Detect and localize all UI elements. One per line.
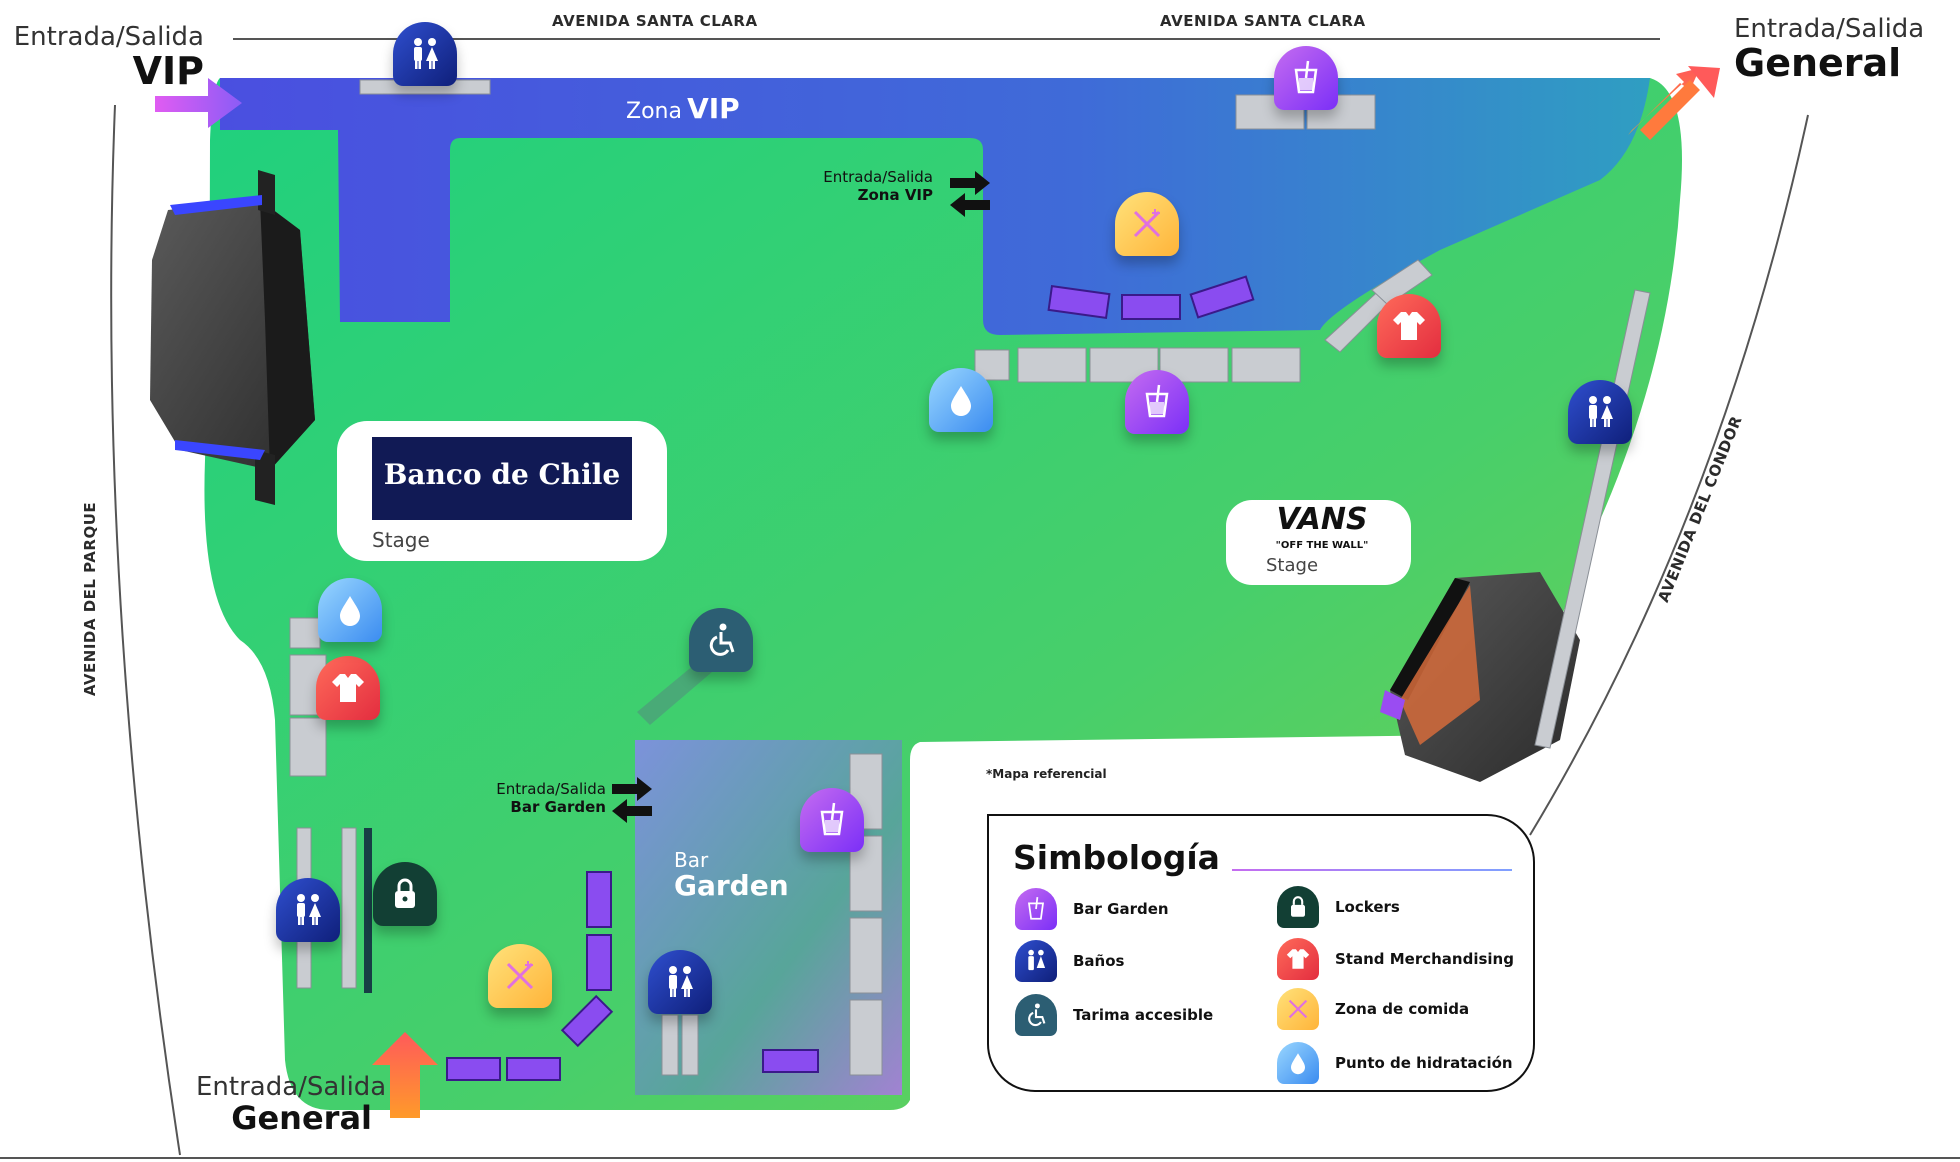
bar-trailers [446,275,1255,1081]
street-avenida-del-parque: AVENIDA DEL PARQUE [81,501,99,697]
legend-item-water: Punto de hidratación [1277,1042,1513,1084]
vip-entrance-arrow [155,78,242,128]
food-icon [1277,988,1319,1030]
legend-item-merch: Stand Merchandising [1277,938,1514,980]
vip-zone-label: Zona VIP [626,92,740,125]
bar-garden-zone-label: Bar Garden [674,848,789,902]
banco-stage-label: Stage [372,528,430,552]
vans-stage-box [1226,500,1411,585]
legend-title: Simbología [1013,838,1220,877]
banco-de-chile-logo: Banco de Chile [383,458,621,491]
accessible-icon [709,623,735,656]
vip-gate-label: Entrada/Salida Zona VIP [823,168,933,204]
main-stage-structure [150,170,315,505]
bar-garden-gate-arrows [612,777,652,823]
accessible-ramp [637,660,712,725]
lock-icon [1277,886,1319,928]
vip-gate-arrows [950,171,990,217]
street-avenida-santa-clara-right: AVENIDA SANTA CLARA [1160,12,1366,30]
water-drop-icon [1277,1042,1319,1084]
bar-pin-vip[interactable] [1274,46,1338,110]
restroom-pin-left[interactable] [276,878,340,942]
bar-icon [1145,384,1169,418]
restroom-icon [669,966,693,997]
street-line-right [1529,114,1809,836]
general-entrance-bottom-label: Entrada/Salida General [196,1072,387,1137]
bar-icon [820,802,844,836]
vans-tagline: "OFF THE WALL" [1275,540,1369,551]
merch-pin-left[interactable] [316,656,380,720]
restroom-icon [1015,940,1057,982]
food-icon [506,961,534,990]
shirt-icon [332,674,364,702]
accessible-icon [1015,994,1057,1036]
legend-item-food: Zona de comida [1277,988,1469,1030]
legend-item-bar-garden: Bar Garden [1015,888,1169,930]
general-entrance-top-label: Entrada/Salida General [1734,14,1925,85]
legend-item-accessible: Tarima accesible [1015,994,1213,1036]
lockers-pin[interactable] [373,862,437,926]
legend-item-lockers: Lockers [1277,886,1400,928]
vans-stage-structure [1380,572,1580,782]
banco-logo-box [372,437,632,520]
merch-pin-right[interactable] [1377,294,1441,358]
bar-icon [1015,888,1057,930]
restroom-pin-bar-garden[interactable] [648,950,712,1014]
water-pin-center[interactable] [929,368,993,432]
street-line-left [110,104,181,1156]
shirt-icon [1393,312,1425,340]
legend-item-restrooms: Baños [1015,940,1124,982]
restroom-icon [414,38,438,69]
reference-map-note: *Mapa referencial [986,767,1107,781]
lock-icon [395,878,415,908]
festival-ground [204,78,1682,1110]
bar-pin-bar-garden[interactable] [800,788,864,852]
legend-panel: Simbología Bar Garden Baños Tarima acces… [987,814,1535,1092]
vans-logo: VANS [1276,502,1368,537]
bar-pin-center[interactable] [1125,370,1189,434]
bar-garden-gate-label: Entrada/Salida Bar Garden [496,780,606,816]
booths [289,79,1651,1076]
restroom-icon [297,894,321,925]
bar-icon [1294,60,1318,94]
shirt-icon [1277,938,1319,980]
vip-entrance-label: Entrada/Salida VIP [13,22,204,93]
general-entrance-arrow-top [1628,68,1700,135]
food-pin-vip[interactable] [1115,192,1179,256]
food-pin-general[interactable] [488,944,552,1008]
street-avenida-santa-clara-left: AVENIDA SANTA CLARA [552,12,758,30]
water-drop-icon [340,596,360,626]
accessible-stage-pin[interactable] [689,608,753,672]
general-entrance-arrow-bottom [372,1032,438,1118]
locker-rail [364,828,372,993]
water-pin-left[interactable] [318,578,382,642]
restroom-icon [1589,396,1613,427]
restroom-pin-right[interactable] [1568,380,1632,444]
restroom-pin-vip[interactable] [393,22,457,86]
vip-zone-area [220,78,1650,335]
water-drop-icon [951,386,971,416]
food-icon [1133,209,1161,238]
legend-underline [1232,869,1512,871]
vans-stage-label: Stage [1266,555,1319,576]
